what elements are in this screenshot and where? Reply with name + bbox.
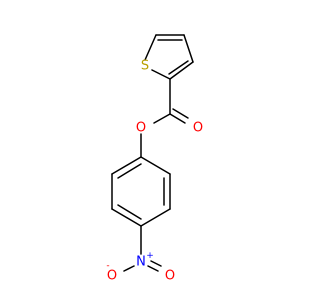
atom-labels: S O O N + O - O xyxy=(106,59,203,284)
bond-c3-c2 xyxy=(169,61,194,80)
bond-carbonyl-c-o-ester xyxy=(153,113,171,124)
bond-ar6-ar1 xyxy=(111,156,142,175)
bond-c2-s1 xyxy=(151,69,171,80)
bond-n-o-double-b xyxy=(150,260,162,267)
bond-ar6-ar1-double xyxy=(117,163,142,179)
bond-carbonyl-c-o-double-b xyxy=(172,108,189,119)
bond-n-o-double-a xyxy=(147,265,159,272)
bond-ar1-ar2 xyxy=(140,156,171,175)
bond-c3-c2-double xyxy=(168,60,189,75)
nitrogen-positive-charge: + xyxy=(146,251,154,261)
bond-c4-c3 xyxy=(183,34,194,63)
atom-sulfur: S xyxy=(141,59,149,74)
atom-oxygen-carbonyl: O xyxy=(193,121,203,136)
atom-oxygen-nitro-minus: O xyxy=(107,269,117,284)
atom-nitrogen-nitro: N xyxy=(136,255,146,270)
bond-carbonyl-c-o-double-a xyxy=(169,113,186,124)
atom-oxygen-ester: O xyxy=(136,121,146,136)
bond-n-o-minus xyxy=(123,265,135,272)
oxygen-negative-charge: - xyxy=(106,261,109,271)
bond-ar4-ar5-double xyxy=(117,204,142,220)
bond-s1-c5 xyxy=(144,34,157,61)
bonds xyxy=(111,34,194,272)
bond-ar4-ar5 xyxy=(111,208,142,227)
molecule-diagram: S O O N + O - O xyxy=(106,34,203,284)
atom-oxygen-nitro-double: O xyxy=(165,269,175,284)
bond-ar3-ar4 xyxy=(140,208,171,227)
